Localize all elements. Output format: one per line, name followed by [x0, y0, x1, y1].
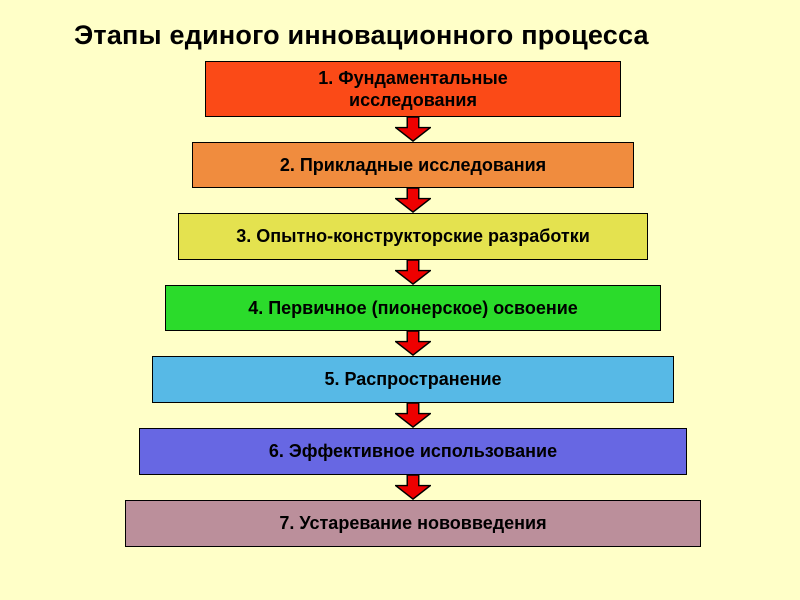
down-arrow-icon-1: [395, 117, 431, 142]
stage-box-5: 5. Распространение: [152, 356, 674, 403]
stage-label-4: 4. Первичное (пионерское) освоение: [248, 297, 578, 318]
stage-label-5: 5. Распространение: [324, 369, 502, 390]
stage-label-6: 6. Эффективное использование: [268, 441, 558, 462]
stage-box-6: 6. Эффективное использование: [139, 428, 687, 475]
stage-label-3: 3. Опытно-конструкторские разработки: [236, 226, 590, 247]
down-arrow-icon-2: [395, 188, 431, 213]
stage-box-2: 2. Прикладные исследования: [192, 142, 634, 188]
slide-title: Этапы единого инновационного процесса: [74, 20, 649, 50]
down-arrow-icon-4: [395, 331, 431, 356]
stage-box-4: 4. Первичное (пионерское) освоение: [165, 285, 661, 331]
innovation-process-diagram: 1. Фундаментальные исследования 2. Прикл…: [13, 61, 800, 547]
down-arrow-icon-5: [395, 403, 431, 428]
stage-label-7: 7. Устаревание нововведения: [279, 513, 547, 534]
down-arrow-icon-3: [395, 260, 431, 285]
stage-box-3: 3. Опытно-конструкторские разработки: [178, 213, 648, 260]
down-arrow-icon-6: [395, 475, 431, 500]
stage-label-2: 2. Прикладные исследования: [279, 154, 547, 175]
stage-label-1: 1. Фундаментальные исследования: [318, 67, 508, 111]
stage-box-7: 7. Устаревание нововведения: [125, 500, 701, 547]
stage-box-1: 1. Фундаментальные исследования: [205, 61, 621, 117]
